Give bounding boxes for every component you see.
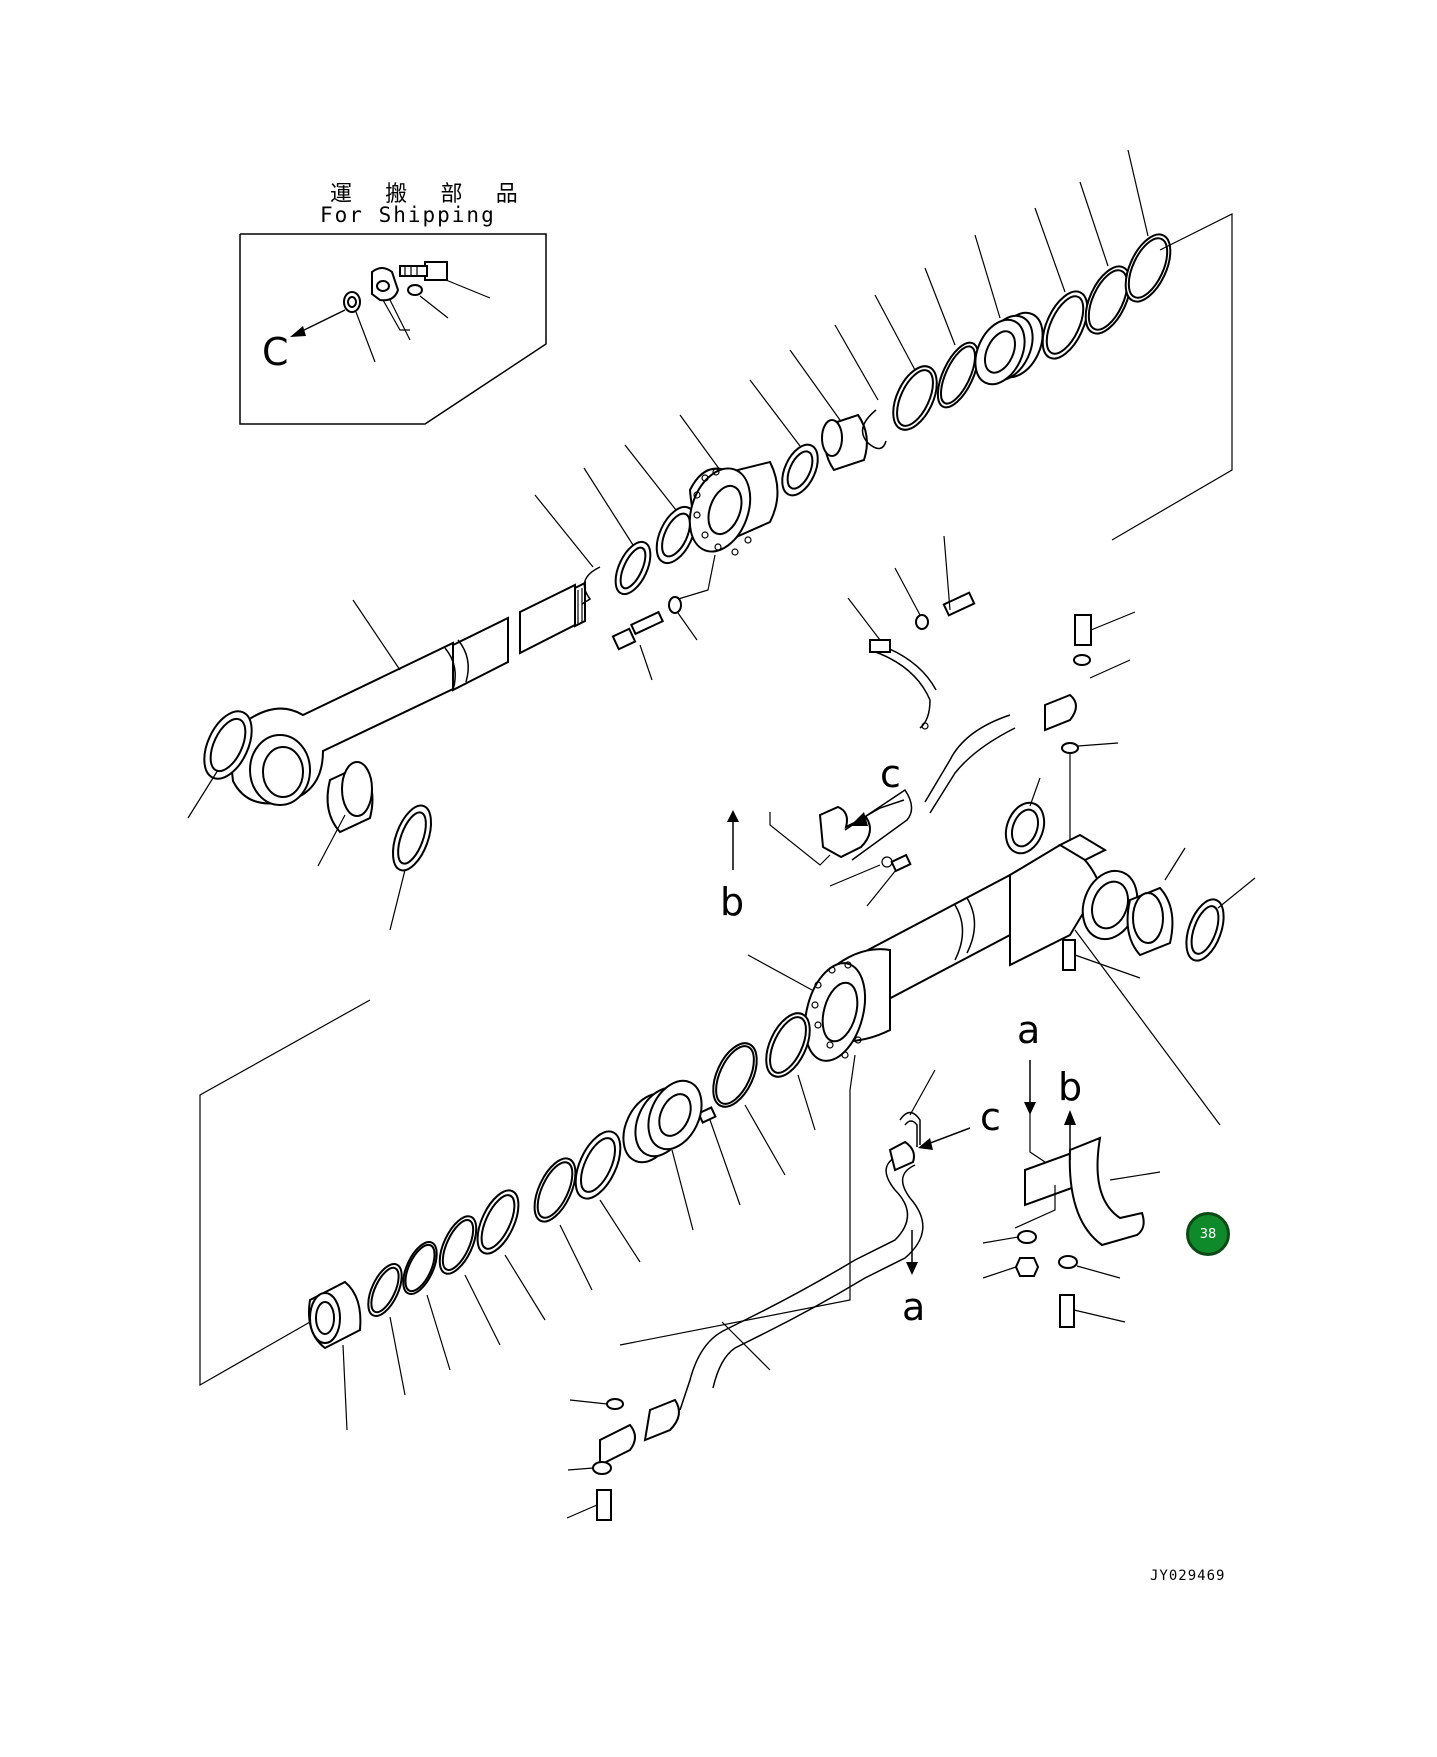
shipping-box [239, 233, 547, 425]
elbow-fitting [727, 788, 913, 907]
view-label-b-left: b [720, 880, 745, 924]
view-label-a-hose: a [902, 1285, 926, 1329]
bracket [982, 1060, 1161, 1328]
shipping-title-en: For Shipping [320, 203, 496, 227]
part-callout-badge[interactable]: 38 [1186, 1212, 1230, 1256]
view-label-b-bracket: b [1058, 1065, 1083, 1109]
view-label-c-shipping: C [262, 330, 289, 374]
view-label-c-elbow: c [880, 752, 901, 796]
lower-hose [566, 1069, 971, 1521]
shipping-title-jp: 運 搬 部 品 [330, 182, 528, 207]
piston-parts [199, 999, 816, 1431]
upper-hose [847, 535, 1136, 845]
rod-end-parts [187, 710, 433, 931]
head-seal-parts [534, 149, 1233, 605]
piston-rod [231, 581, 586, 806]
callout-number: 38 [1199, 1226, 1217, 1242]
view-label-a-bracket: a [1017, 1008, 1041, 1052]
cylinder-tube [619, 777, 1256, 1346]
head-bolt [611, 596, 698, 681]
shipping-bolt [399, 261, 491, 299]
view-label-c-hose: c [980, 1095, 1001, 1139]
drawing-code: JY029469 [1150, 1568, 1226, 1584]
